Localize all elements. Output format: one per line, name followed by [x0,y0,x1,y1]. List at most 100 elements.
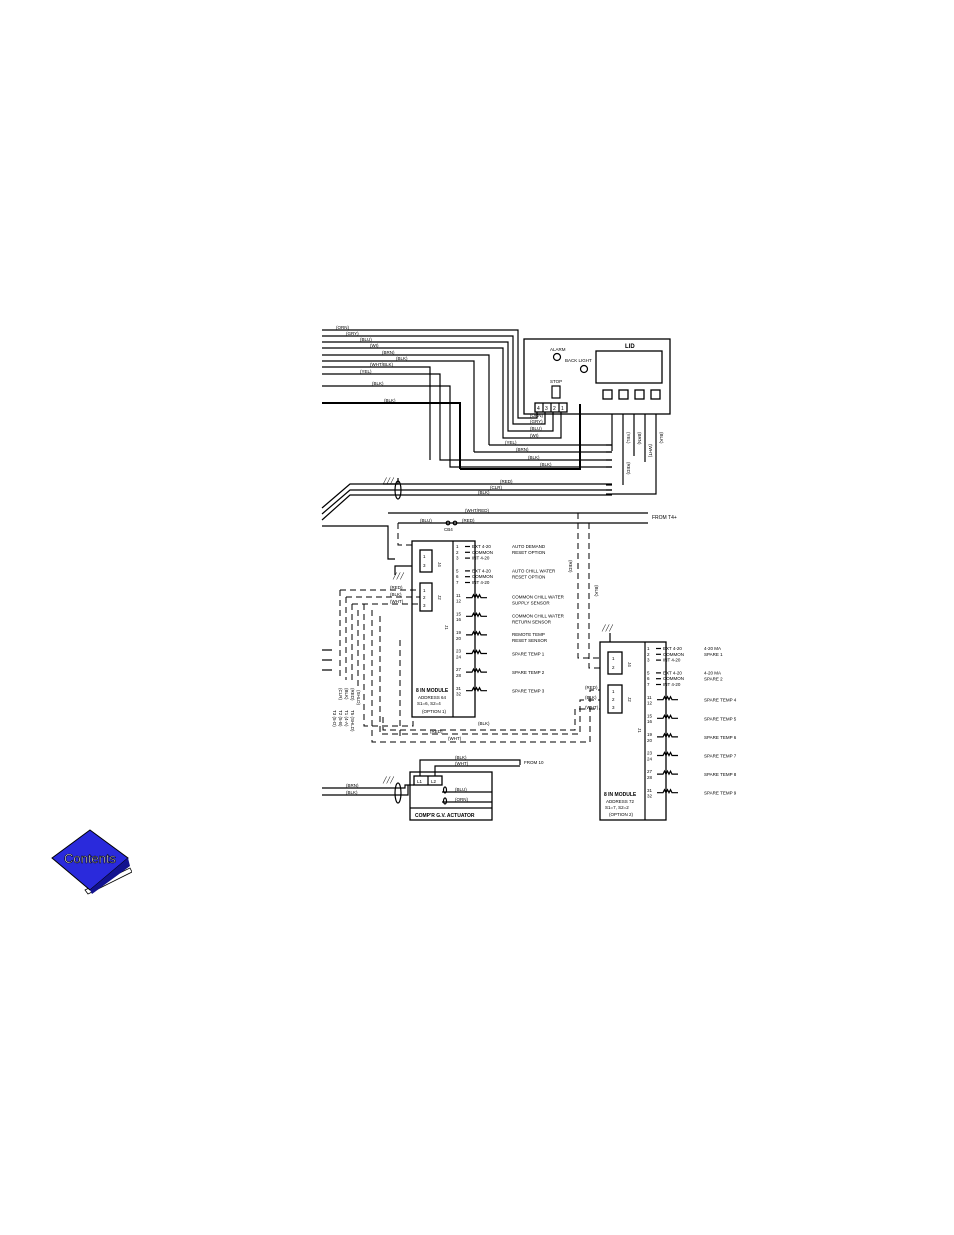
ct-term-label: T3 (5-D) [332,710,337,727]
contents-button[interactable]: Contents [50,828,132,896]
module-2-j4-label: J4 [627,662,632,667]
wire-label: (BLK) [396,356,408,361]
module-2-j2-pin-1: 1 [612,689,615,694]
module-1-j4-connector [419,549,433,573]
terminal-number: 1 [647,646,650,651]
wire-label: (BLU) [420,518,432,523]
module-1-j4-pin-3: 3 [423,563,426,568]
wire-label: (BLK) [384,398,396,403]
ct-wire-label: (BLK) [344,688,349,700]
function-label: COMMON CHILL WATER [512,613,565,618]
wire-label: (ORN) [455,797,468,802]
terminal-number: 24 [647,756,653,761]
terminal-label: EXT 4-20 [472,568,491,573]
from-t4-label: FROM T4+ [652,515,677,521]
lid-screen [595,350,663,384]
wire-label: (RED) [626,462,631,475]
wire-label: (BLK) [659,432,664,444]
terminal-number: 16 [456,617,462,622]
wire-label: (RED) [500,479,513,484]
wire-label: (YEL) [626,432,631,444]
wire-label: (BLU) [530,426,542,431]
cb4-label: CB4 [444,527,453,532]
back-light-label: BACK LIGHT [565,358,592,363]
wire-label: (BLK) [372,381,384,386]
terminal-number: 3 [647,658,650,663]
terminal-number: 31 [647,788,653,793]
sensor-resistor-icon [466,593,487,600]
sensor-resistor-icon [657,713,678,720]
module-1-switch: S1=6, S2=4 [417,701,441,706]
lid-key-4[interactable] [650,389,661,400]
function-label: SPARE 2 [704,676,723,681]
function-label: COMMON CHILL WATER [512,595,565,600]
terminal-label: EXT 4-20 [472,544,491,549]
module-2-option: (OPTION 2) [609,812,634,817]
wire-label: (BLK) [478,490,490,495]
stop-label: STOP [550,379,562,384]
terminal-number: 31 [456,686,462,691]
ct-wire-label: (SHLD) [356,690,361,706]
terminal-number: 11 [647,695,652,700]
module-1-j4-label: J4 [437,562,442,567]
function-label: SPARE TEMP 2 [512,670,545,675]
function-label: SPARE TEMP 5 [704,716,737,721]
module-2-title: 8 IN MODULE [604,792,637,798]
module-2-address: ADDRESS 72 [606,799,635,804]
sensor-resistor-icon [657,769,678,776]
lid-key-1[interactable] [602,389,613,400]
input-module-2: ╱╱╱ 1 2 J4 1 2 3 J2 J1 (RED) (BLK) (WHT)… [585,624,737,821]
t4-feed: FROM T4+ (WHT/RED) (BLU) (RED) CB4 (RED)… [388,508,677,669]
from-10-label: FROM 10 [524,760,544,765]
terminal-label: EXT 4-20 [663,646,682,651]
wire-label: (YEL) [505,440,517,445]
lid-key-3[interactable] [634,389,645,400]
terminal-number: 19 [647,732,653,737]
sensor-resistor-icon [657,788,678,795]
terminal-label: INT 4-20 [663,658,681,663]
contents-shadow-icon [90,858,130,894]
ct-term-label: T5 (SHLD) [350,710,355,732]
wire-label: (BLK) [540,462,552,467]
module-2-j2-connector [607,684,623,714]
terminal-number: 20 [647,738,653,743]
wire-label: (WHT/BLK) [370,362,394,367]
terminal-number: 11 [456,593,461,598]
wire-label: (BLK) [478,721,490,726]
function-label: SPARE TEMP 3 [512,689,545,694]
terminal-number: 1 [456,544,459,549]
wire-label: (WHT) [455,761,469,766]
terminal-number: 28 [647,775,653,780]
module-2-j2-pin-3: 3 [612,705,615,710]
actuator-l2: L2 [431,779,437,784]
shielded-cable: ╱╱╱ (RED) (CLR) (BLK) [321,477,612,560]
lid-key-2[interactable] [618,389,629,400]
function-label: REMOTE TEMP [512,632,545,637]
terminal-number: 5 [647,670,650,675]
compressor-actuator: L1 L2 COMP'R G.V. ACTUATOR (BLK) (WHT) F… [322,755,544,821]
terminal-label: INT 4-20 [472,556,490,561]
ct-terminals: (CLR) (BLK) (RED) (SHLD) T3 (5-D) T2 (5-… [322,649,361,732]
module-1-j2-connector [419,582,433,612]
module-2-j2-label: J2 [627,697,632,702]
actuator-title: COMP'R G.V. ACTUATOR [415,813,475,819]
wire-label: (BLK) [390,592,402,597]
terminal-number: 28 [456,673,462,678]
wire-label: (RED) [430,729,443,734]
function-label: SPARE TEMP 9 [704,791,737,796]
wire-label: (WHT) [648,444,653,458]
module-2-switch: S1=7, S2=2 [605,805,629,810]
function-label: SPARE TEMP 4 [704,698,737,703]
module-1-title: 8 IN MODULE [416,688,449,694]
wire-label: (WI) [530,433,539,438]
wire-label: (GRY) [530,419,543,424]
terminal-number: 20 [456,636,462,641]
function-label: AUTO DEMAND [512,544,546,549]
wire-label: (ORN) [336,325,349,330]
wire-label: (RED) [585,685,598,690]
ground-icon: ╱╱╱ [382,776,394,784]
terminal-number: 27 [647,769,653,774]
wire-label: (RED) [568,560,573,573]
